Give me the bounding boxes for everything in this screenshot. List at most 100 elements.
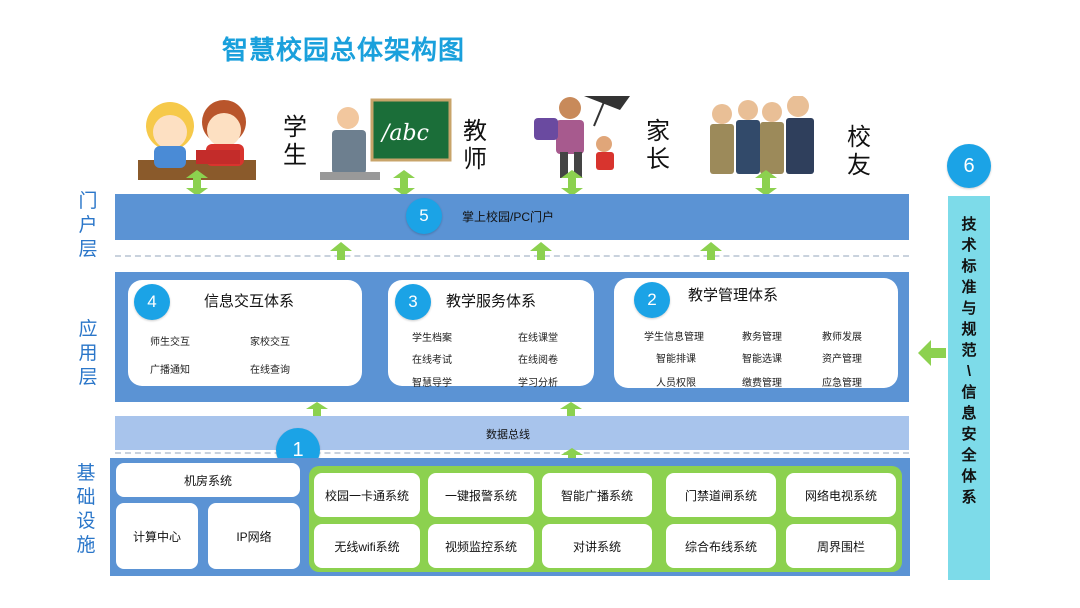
system-item: 缴费管理 [742,378,782,389]
role-char: 生 [283,142,307,169]
infra-system-box: 智能广播系统 [542,473,652,517]
system-item: 在线查询 [250,365,290,376]
layer-char: 门 [78,191,98,212]
data-bus-label: 数据总线 [486,429,530,441]
infra-system-box: 一键报警系统 [428,473,534,517]
system-item: 资产管理 [822,354,862,365]
role-char: 校 [847,124,871,151]
arrow-up-icon [561,448,583,462]
system-item: 智慧导学 [412,378,452,389]
interaction-title: 信息交互体系 [204,293,295,310]
layer-char: 层 [78,367,98,388]
arrow-up-icon [700,242,722,260]
infra-box-ip-network: IP网络 [208,503,300,569]
infra-box-computing-center: 计算中心 [116,503,198,569]
side-char: \ [966,363,972,380]
double-arrow-icon [186,170,208,196]
layer-char: 层 [78,239,98,260]
system-item: 智能排课 [656,354,696,365]
system-item: 在线课堂 [518,333,558,344]
arrow-up-icon [560,402,582,416]
role-char: 友 [847,152,871,179]
teaching-management-number-badge: 2 [634,282,670,318]
layer-char: 用 [78,343,98,364]
standards-number-badge: 6 [947,144,991,188]
system-item: 家校交互 [250,337,290,348]
side-char: 息 [961,405,977,422]
infra-system-box: 综合布线系统 [666,524,776,568]
system-item: 人员权限 [656,378,696,389]
teacher-illustration: /abc [320,98,452,180]
double-arrow-icon [561,170,583,196]
portal-number-badge: 5 [406,198,442,234]
infra-system-box: 周界围栏 [786,524,896,568]
infra-system-box: 校园一卡通系统 [314,473,420,517]
teaching-management-title: 教学管理体系 [688,287,779,304]
infra-system-box: 无线wifi系统 [314,524,420,568]
layer-char: 础 [76,487,96,508]
side-char: 准 [961,279,977,296]
arrow-up-icon [330,242,352,260]
double-arrow-icon [755,170,777,196]
layer-label-portal: 门 户 层 [76,190,100,262]
arrow-up-icon [306,402,328,416]
system-item: 智能选课 [742,354,782,365]
alumni-illustration [710,96,814,174]
role-label-parent: 家 长 [645,118,671,174]
side-char: 体 [961,468,977,485]
system-item: 广播通知 [150,365,190,376]
arrow-left-icon [918,340,946,366]
system-item: 学生信息管理 [644,332,704,343]
role-char: 长 [646,146,670,173]
role-label-alumni: 校 友 [846,124,872,180]
system-item: 在线阅卷 [518,355,558,366]
system-item: 应急管理 [822,378,862,389]
portal-band [115,194,909,240]
side-char: 与 [961,300,977,317]
system-item: 在线考试 [412,355,452,366]
infra-system-box: 对讲系统 [542,524,652,568]
side-char: 系 [961,489,977,506]
layer-char: 基 [76,463,96,484]
layer-char: 设 [76,511,96,532]
arrow-up-icon [530,242,552,260]
interaction-number-badge: 4 [134,284,170,320]
infra-box-machine-room: 机房系统 [116,463,300,497]
role-char: 师 [463,146,487,173]
system-item: 教务管理 [742,332,782,343]
side-char: 技 [961,216,977,233]
system-item: 教师发展 [822,332,862,343]
side-char: 安 [961,426,977,443]
students-illustration [138,100,256,180]
standards-security-panel [948,196,990,580]
teaching-service-number-badge: 3 [395,284,431,320]
role-char: 教 [463,118,487,145]
system-item: 学生档案 [412,333,452,344]
teaching-service-title: 教学服务体系 [446,293,537,310]
infra-system-box: 网络电视系统 [786,473,896,517]
divider [115,255,909,257]
layer-label-application: 应 用 层 [76,318,100,390]
role-char: 家 [646,118,670,145]
page-title: 智慧校园总体架构图 [222,35,466,65]
side-char: 术 [961,237,977,254]
svg-text:/abc: /abc [380,121,429,146]
side-char: 全 [961,447,977,464]
layer-char: 施 [76,535,96,556]
infra-system-box: 视频监控系统 [428,524,534,568]
double-arrow-icon [393,170,415,196]
role-label-teacher: 教 师 [462,118,488,174]
layer-char: 应 [78,319,98,340]
side-char: 范 [961,342,977,359]
side-char: 规 [961,321,977,338]
layer-label-infrastructure: 基 础 设 施 [74,462,98,558]
side-char: 信 [961,384,977,401]
parent-illustration [534,96,630,178]
layer-char: 户 [78,215,98,236]
infra-system-box: 门禁道闸系统 [666,473,776,517]
system-item: 师生交互 [150,337,190,348]
data-bus-band [115,416,909,450]
divider [115,452,909,454]
role-label-student: 学 生 [282,114,308,170]
side-char: 标 [961,258,977,275]
